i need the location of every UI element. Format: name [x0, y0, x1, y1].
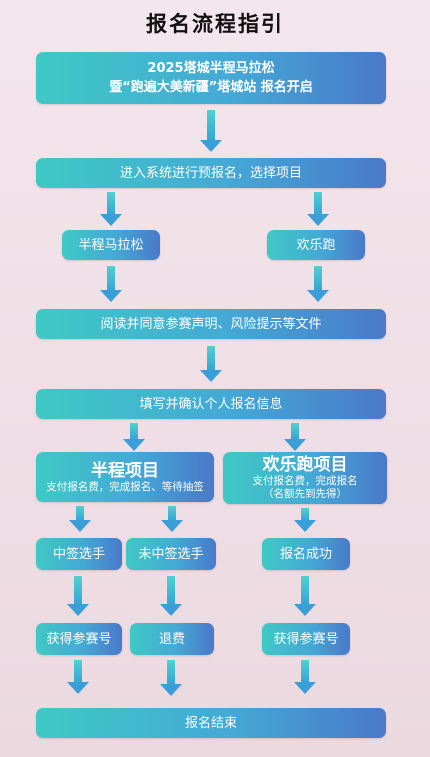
half-win-text: 中签选手	[52, 546, 105, 562]
preregister-text: 进入系统进行预报名，选择项目	[119, 165, 302, 181]
half-refund-box: 退费	[130, 623, 214, 655]
read-box: 阅读并同意参赛声明、风险提示等文件	[36, 309, 386, 339]
fun-project-box: 欢乐跑项目 支付报名费，完成报名 （名额先到先得）	[223, 452, 387, 504]
fun-success-text: 报名成功	[279, 546, 332, 562]
half-lose-box: 未中签选手	[126, 538, 216, 570]
start-line-2: 暨“跑遍大美新疆”塔城站 报名开启	[109, 80, 313, 95]
option-fun-text: 欢乐跑	[296, 237, 336, 253]
half-project-desc: 支付报名费，完成报名、等待抽签	[46, 480, 204, 493]
page-title: 报名流程指引	[146, 12, 284, 36]
read-text: 阅读并同意参赛声明、风险提示等文件	[100, 316, 322, 332]
half-project-title: 半程项目	[91, 460, 159, 481]
start-line-1: 2025塔城半程马拉松	[147, 61, 275, 76]
fun-success-box: 报名成功	[262, 538, 350, 570]
fill-text: 填写并确认个人报名信息	[139, 396, 283, 412]
fun-bib-box: 获得参赛号	[262, 623, 350, 655]
fun-project-desc-1: 支付报名费，完成报名	[252, 475, 358, 487]
fun-project-title: 欢乐跑项目	[262, 455, 348, 475]
fun-bib-text: 获得参赛号	[273, 631, 339, 647]
option-fun-box: 欢乐跑	[267, 230, 365, 260]
end-text: 报名结束	[184, 715, 237, 731]
half-bib-box: 获得参赛号	[36, 623, 122, 655]
half-win-box: 中签选手	[36, 538, 122, 570]
half-project-box: 半程项目 支付报名费，完成报名、等待抽签	[36, 452, 214, 502]
end-box: 报名结束	[36, 708, 386, 738]
fill-box: 填写并确认个人报名信息	[36, 389, 386, 419]
fun-project-desc-2: （名额先到先得）	[263, 488, 347, 500]
half-lose-text: 未中签选手	[138, 546, 204, 562]
start-box: 2025塔城半程马拉松 暨“跑遍大美新疆”塔城站 报名开启	[36, 52, 386, 104]
half-bib-text: 获得参赛号	[46, 631, 112, 647]
half-refund-text: 退费	[158, 631, 185, 647]
preregister-box: 进入系统进行预报名，选择项目	[36, 158, 386, 188]
option-half-text: 半程马拉松	[78, 237, 144, 253]
option-half-box: 半程马拉松	[62, 230, 160, 260]
